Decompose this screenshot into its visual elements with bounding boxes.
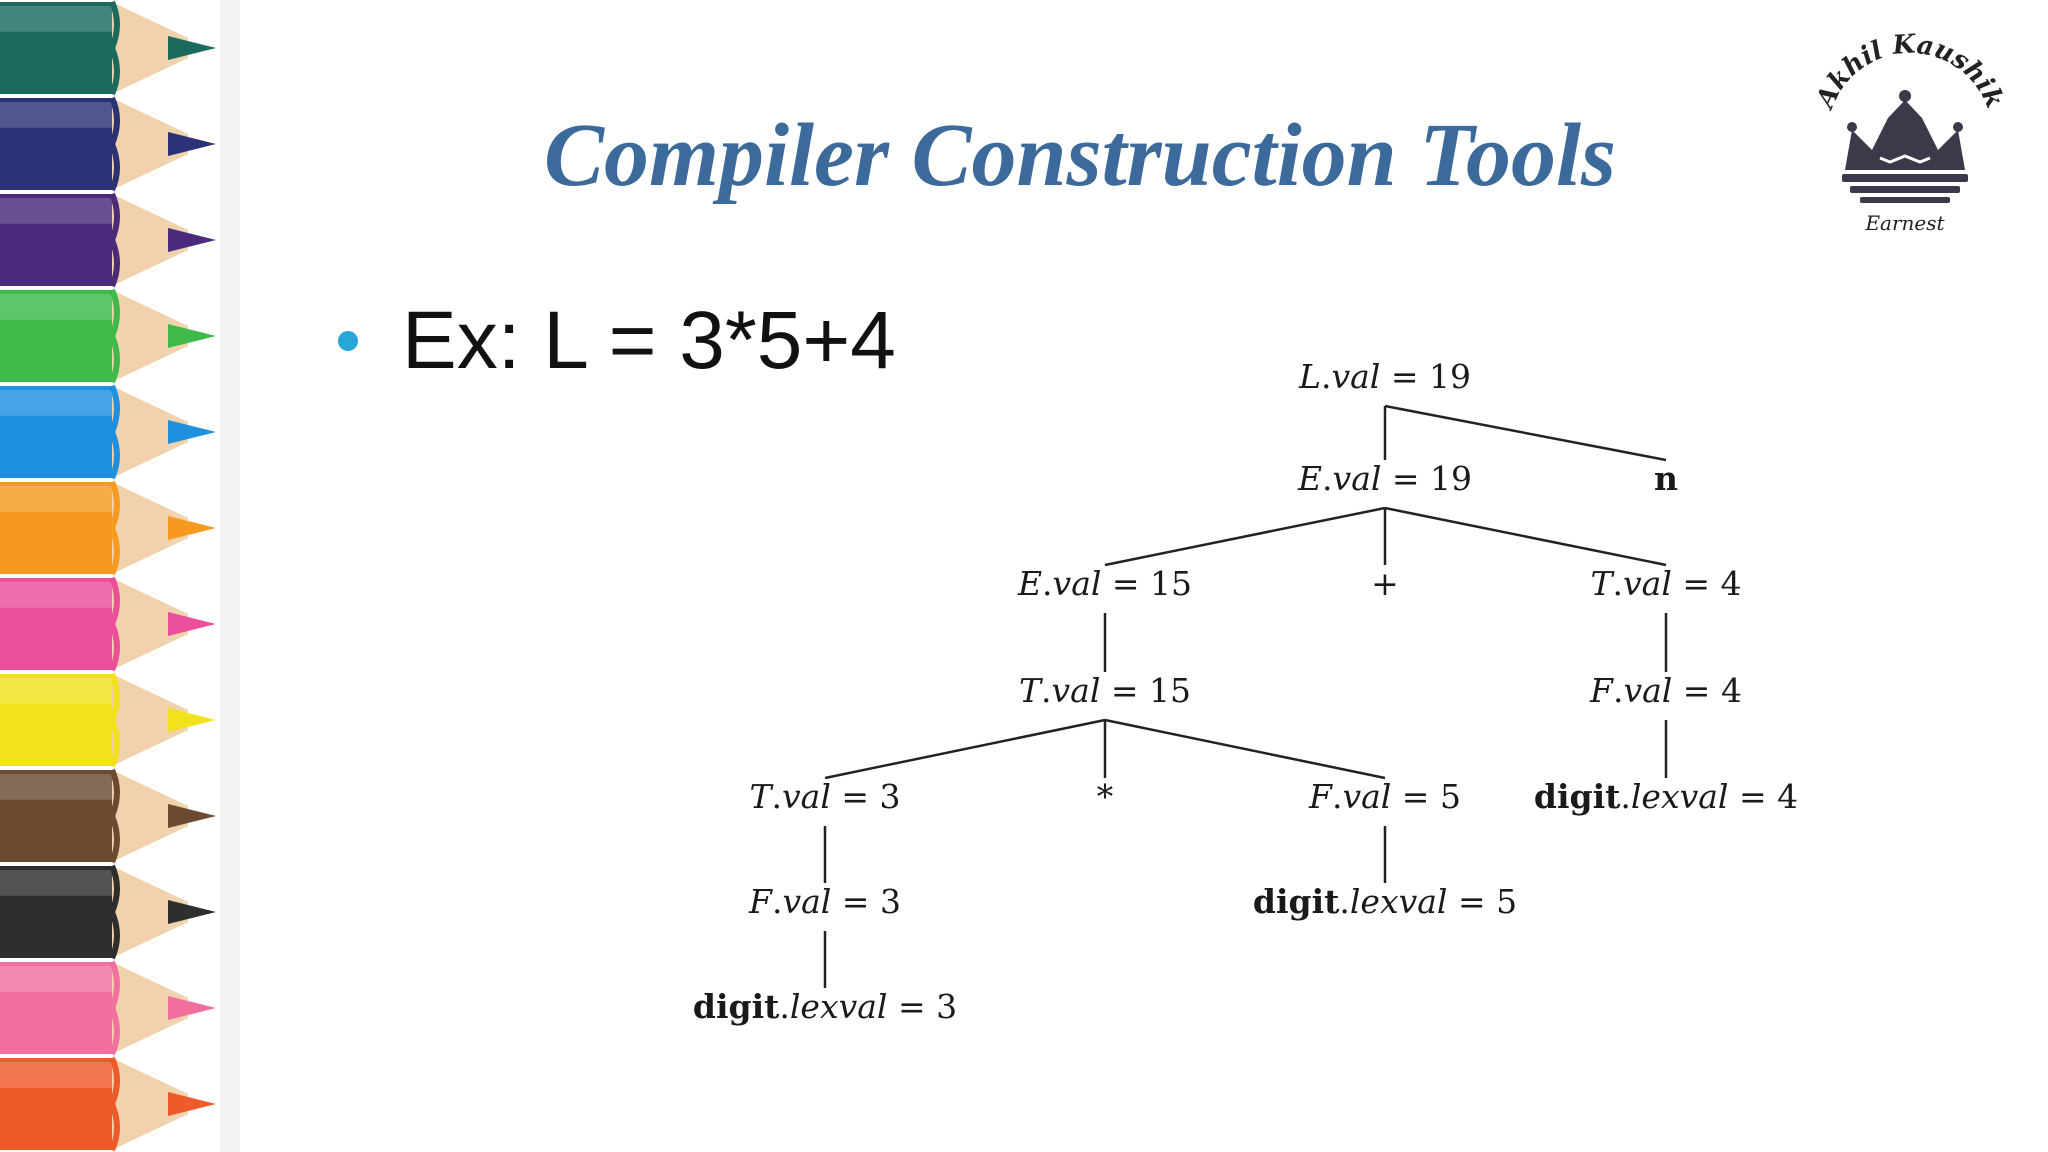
pencil [0, 288, 216, 384]
tree-node-d5: digit.lexval = 5 [1253, 882, 1517, 921]
tree-node-f3: F.val = 3 [748, 882, 901, 921]
pencil [0, 0, 216, 96]
tree-node-n: n [1654, 459, 1678, 498]
tree-node-t3: T.val = 3 [749, 777, 900, 816]
pencil [0, 384, 216, 480]
pencil [0, 672, 216, 768]
logo-name-text: Akhil Kaushik [1809, 30, 2009, 115]
tree-node-star: * [1097, 777, 1114, 816]
svg-text:Akhil Kaushik: Akhil Kaushik [1809, 30, 2009, 115]
bullet-item: Ex: L = 3*5+4 [338, 300, 896, 382]
pencil [0, 96, 216, 192]
tree-edge [1384, 506, 1667, 567]
bullet-dot-icon [338, 331, 358, 351]
pencil [0, 864, 216, 960]
tree-node-plus: + [1371, 564, 1399, 603]
tree-edge [1384, 404, 1667, 462]
crown-icon [1842, 90, 1968, 203]
tree-node-l: L.val = 19 [1298, 357, 1471, 396]
tree-node-d3: digit.lexval = 3 [693, 987, 957, 1026]
tree-edge [1104, 506, 1386, 567]
bullet-text: Ex: L = 3*5+4 [402, 295, 896, 386]
logo-tagline: Earnest [1864, 211, 1945, 235]
pencil [0, 576, 216, 672]
tree-node-d4: digit.lexval = 4 [1534, 777, 1798, 816]
tree-node-t1: T.val = 4 [1590, 564, 1741, 603]
tree-node-e2: E.val = 15 [1017, 564, 1192, 603]
pencil [0, 768, 216, 864]
pencil [0, 192, 216, 288]
tree-edge [824, 718, 1106, 780]
tree-edge [1104, 718, 1386, 780]
akhil-kaushik-crown-logo: Akhil Kaushik Earnest [1809, 30, 2009, 235]
pencil [0, 960, 216, 1056]
pencil [0, 480, 216, 576]
tree-node-e1: E.val = 19 [1297, 459, 1472, 498]
pencil [0, 1056, 216, 1152]
tree-node-f1: F.val = 4 [1589, 671, 1742, 710]
pencil-border-decoration [0, 0, 240, 1152]
slide-title: Compiler Construction Tools [544, 106, 1616, 205]
tree-node-t2: T.val = 15 [1019, 671, 1191, 710]
tree-node-f2: F.val = 5 [1308, 777, 1461, 816]
